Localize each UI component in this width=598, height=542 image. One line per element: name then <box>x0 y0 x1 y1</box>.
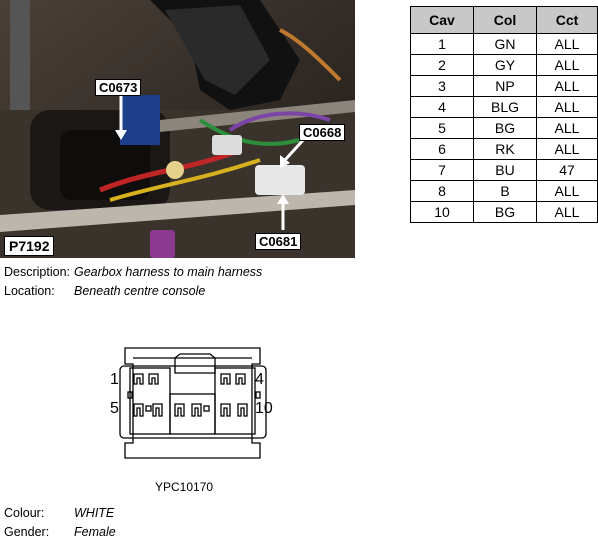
description-row: Description: Gearbox harness to main harn… <box>4 265 262 280</box>
callout-c0673: C0673 <box>95 79 142 96</box>
cell-col: BG <box>473 117 537 139</box>
cell-cav: 5 <box>410 117 474 139</box>
photo-plate-number: P7192 <box>4 236 55 256</box>
cell-cav: 4 <box>410 96 474 118</box>
cell-cct: ALL <box>536 75 598 97</box>
cell-col: GY <box>473 54 537 76</box>
header-col: Col <box>473 6 537 34</box>
cell-cct: ALL <box>536 33 598 55</box>
cell-cav: 3 <box>410 75 474 97</box>
cell-cav: 2 <box>410 54 474 76</box>
pin-label-4: 4 <box>255 371 264 388</box>
callout-c0668: C0668 <box>299 124 346 141</box>
pin-label-5: 5 <box>110 400 119 417</box>
cell-cct: ALL <box>536 180 598 202</box>
cell-cav: 8 <box>410 180 474 202</box>
location-label: Location: <box>4 284 55 298</box>
gender-value: Female <box>74 525 116 539</box>
cell-cct: ALL <box>536 54 598 76</box>
callout-c0681: C0681 <box>255 233 302 250</box>
colour-label: Colour: <box>4 506 45 520</box>
cell-cct: ALL <box>536 138 598 160</box>
header-cct: Cct <box>536 6 598 34</box>
connector-part-number: YPC10170 <box>155 480 214 494</box>
cell-cct: ALL <box>536 117 598 139</box>
cell-cav: 10 <box>410 201 474 223</box>
cell-col: B <box>473 180 537 202</box>
cell-cav: 7 <box>410 159 474 181</box>
pin-label-10: 10 <box>255 400 273 417</box>
cell-cct: ALL <box>536 96 598 118</box>
cell-cav: 6 <box>410 138 474 160</box>
cell-cav: 1 <box>410 33 474 55</box>
colour-value: WHITE <box>74 506 115 520</box>
table-header-row: Cav Col Cct <box>410 6 598 34</box>
colour-row: Colour: WHITE <box>4 506 114 521</box>
cell-col: BU <box>473 159 537 181</box>
cell-cct: ALL <box>536 201 598 223</box>
gender-label: Gender: <box>4 525 50 539</box>
location-value: Beneath centre console <box>74 284 206 298</box>
description-label: Description: <box>4 265 70 279</box>
cell-col: BLG <box>473 96 537 118</box>
gender-row: Gender: Female <box>4 525 116 540</box>
header-cav: Cav <box>410 6 474 34</box>
location-row: Location: Beneath centre console <box>4 284 205 299</box>
photo-illustration <box>0 0 355 258</box>
cell-cct: 47 <box>536 159 598 181</box>
cell-col: RK <box>473 138 537 160</box>
cell-col: GN <box>473 33 537 55</box>
description-value: Gearbox harness to main harness <box>74 265 263 279</box>
cell-col: BG <box>473 201 537 223</box>
connector-face-diagram: 1 4 5 10 <box>100 338 290 468</box>
cell-col: NP <box>473 75 537 97</box>
connector-location-photo: C0673 C0668 C0681 P7192 <box>0 0 355 258</box>
pin-label-1: 1 <box>110 371 119 388</box>
